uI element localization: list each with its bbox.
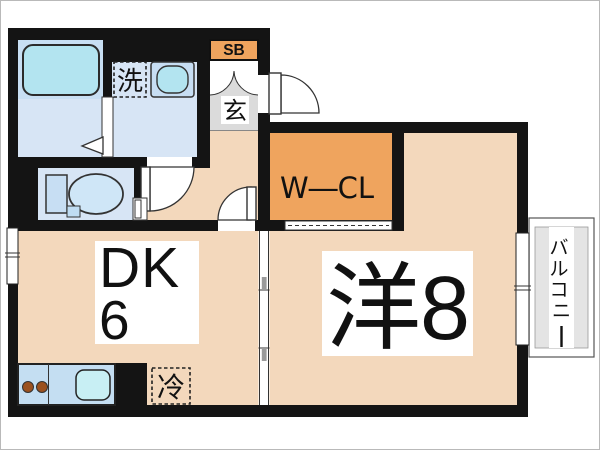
toilet-tank	[45, 174, 68, 214]
shoe-box-label: SB	[223, 42, 245, 59]
refrigerator-label: 冷	[157, 371, 185, 404]
dk-door-leaf	[246, 186, 257, 221]
wall-segment	[18, 157, 38, 231]
wall-segment	[115, 363, 147, 405]
western-room-size-label: 8	[420, 259, 470, 359]
washroom-door-opening	[147, 157, 192, 168]
toilet-control	[66, 205, 81, 218]
toilet-door-leaf	[134, 199, 142, 219]
stove-burner	[36, 381, 48, 393]
wall-segment	[8, 220, 404, 231]
entrance-step-curve	[209, 70, 259, 96]
openings	[5, 72, 531, 405]
labels: SB 玄 洗 W―CL DK 6 洋 8 冷 バ ル コ ニ	[95, 39, 573, 404]
walls	[8, 28, 528, 417]
western-room-label-box	[322, 251, 473, 356]
sliding-partition	[258, 231, 270, 405]
sink-basin	[156, 65, 189, 94]
balcony-label-char: ル	[549, 258, 568, 280]
wall-segment	[197, 28, 210, 157]
bathroom-door	[101, 96, 114, 158]
entrance-door-leaf	[268, 72, 282, 115]
shoe-box	[209, 39, 259, 61]
kitchen-sink	[75, 369, 111, 401]
stove-burner	[22, 381, 34, 393]
balcony-label-dash	[560, 326, 563, 347]
walk-in-closet-label: W―CL	[280, 171, 374, 205]
balcony-label-char: コ	[549, 279, 568, 301]
washing-machine-label: 洗	[117, 67, 143, 97]
sliding-partition-handle	[261, 277, 267, 290]
wall-segment	[258, 28, 270, 75]
balcony-label-char: バ	[549, 237, 568, 259]
balcony-label: バ ル コ ニ	[549, 237, 573, 322]
dk-door-opening	[218, 220, 255, 231]
dk-label: DK	[99, 236, 180, 300]
bathroom-door-swing-triangle	[80, 136, 104, 155]
entrance-door-swing	[280, 74, 320, 114]
washing-machine-space	[113, 61, 147, 98]
balcony-window	[515, 232, 530, 346]
washroom-door-swing	[149, 166, 195, 212]
wall-segment	[134, 168, 141, 198]
wall-segment	[103, 40, 112, 99]
fixtures	[17, 44, 195, 406]
entrance-door-opening	[258, 75, 270, 113]
toilet-bowl	[68, 173, 124, 215]
western-room-label: 洋	[326, 254, 421, 364]
dk-label-box	[95, 241, 199, 344]
refrigerator-space	[151, 367, 191, 405]
entrance-label: 玄	[223, 97, 247, 125]
bathtub	[22, 44, 100, 96]
walk-in-closet-floor	[270, 133, 392, 220]
wall-segment	[8, 405, 528, 417]
entrance-label-box	[221, 96, 249, 124]
wall-segment	[258, 113, 270, 231]
dk-size-label: 6	[99, 289, 130, 351]
balcony-label-char: ニ	[552, 300, 571, 322]
sliding-partition-handle	[261, 348, 267, 361]
wall-segment	[392, 122, 404, 231]
wall-segment	[8, 157, 210, 168]
dk-window	[6, 227, 19, 285]
wall-segment	[103, 28, 210, 62]
